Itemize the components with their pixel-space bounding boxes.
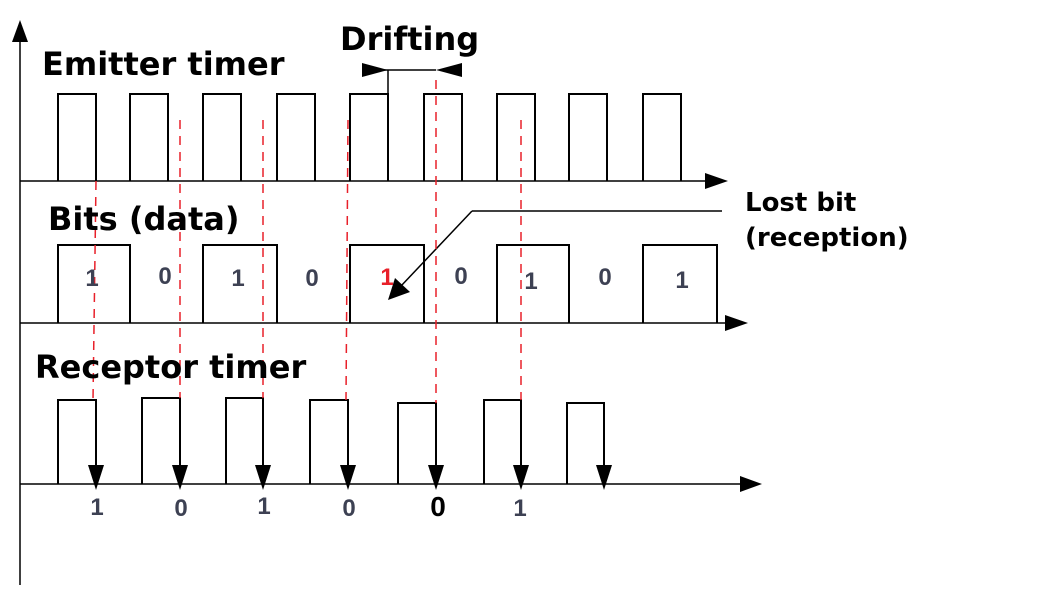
data-bit: 0 bbox=[158, 263, 171, 290]
sample-arrow-icon bbox=[340, 465, 356, 490]
sample-arrow-icon bbox=[596, 465, 612, 490]
lost-bit-reception-label: (reception) bbox=[745, 223, 909, 253]
sample-arrow-icon bbox=[255, 465, 271, 490]
lost-bit-label: Lost bit bbox=[745, 188, 856, 218]
received-bit: 0 bbox=[342, 495, 355, 522]
drift-guide-lines bbox=[92, 80, 522, 403]
drifting-marker bbox=[362, 63, 462, 94]
sampling-arrows bbox=[88, 398, 612, 490]
data-bit: 1 bbox=[231, 265, 244, 292]
received-bit: 1 bbox=[90, 494, 103, 521]
sample-arrow-icon bbox=[172, 465, 188, 490]
data-bit-lost: 1 bbox=[380, 264, 393, 291]
sample-arrow-icon bbox=[88, 465, 104, 490]
data-bit: 1 bbox=[85, 265, 98, 292]
lost-bit-pointer bbox=[388, 210, 722, 300]
data-bit: 1 bbox=[524, 268, 537, 295]
data-bit-values: 1 0 1 0 1 0 1 0 1 bbox=[85, 263, 688, 295]
vertical-axis-arrow-icon bbox=[12, 20, 28, 42]
drift-arrow-right-icon bbox=[362, 63, 388, 77]
data-bit: 0 bbox=[454, 263, 467, 290]
emitter-timer-label: Emitter timer bbox=[42, 45, 285, 83]
received-bit-values: 1 0 1 0 0 1 bbox=[90, 491, 526, 522]
data-bit: 0 bbox=[305, 265, 318, 292]
received-bit: 1 bbox=[257, 493, 270, 520]
data-bit: 0 bbox=[598, 264, 611, 291]
data-bits-waveform bbox=[57, 244, 718, 323]
received-bit: 1 bbox=[513, 495, 526, 522]
drifting-label: Drifting bbox=[340, 20, 479, 58]
bits-axis-arrow-icon bbox=[725, 315, 748, 331]
data-bit: 1 bbox=[675, 267, 688, 294]
lost-bit-arrow-icon bbox=[388, 278, 410, 300]
sample-arrow-icon bbox=[428, 465, 444, 490]
received-bit: 0 bbox=[174, 495, 187, 522]
sample-arrow-icon bbox=[513, 465, 529, 490]
emitter-axis-arrow-icon bbox=[705, 173, 728, 189]
drift-arrow-left-icon bbox=[436, 63, 462, 77]
emitter-clock-waveform bbox=[57, 93, 682, 181]
bits-data-label: Bits (data) bbox=[48, 200, 239, 238]
receptor-axis-arrow-icon bbox=[740, 476, 762, 492]
receptor-timer-label: Receptor timer bbox=[35, 348, 306, 386]
received-bit-wrong: 0 bbox=[430, 491, 446, 522]
